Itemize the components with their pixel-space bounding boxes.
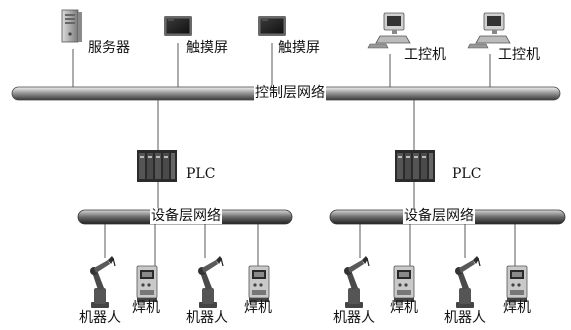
server-tower-icon	[62, 10, 82, 42]
welding-machine-icon	[394, 266, 414, 302]
plc-rack-icon	[395, 150, 435, 182]
welder-label-4: 焊机	[503, 300, 531, 316]
touchscreen-monitor-icon	[164, 16, 192, 36]
control-network-label: 控制层网络	[254, 85, 326, 101]
touchscreen-label-2: 触摸屏	[278, 40, 320, 56]
robot-arm-icon	[198, 256, 223, 308]
robot-label-1: 机器人	[79, 310, 121, 326]
touchscreen-monitor-icon	[258, 16, 286, 36]
welder-label-2: 焊机	[244, 300, 272, 316]
robot-label-4: 机器人	[444, 310, 486, 326]
server-label: 服务器	[88, 40, 130, 56]
desktop-computer-icon	[368, 13, 410, 48]
robot-arm-icon	[90, 256, 115, 308]
industrial-pc-label-2: 工控机	[498, 47, 540, 63]
touchscreen-label-1: 触摸屏	[186, 40, 228, 56]
robot-label-2: 机器人	[186, 310, 228, 326]
welding-machine-icon	[507, 266, 527, 302]
welder-label-3: 焊机	[390, 300, 418, 316]
device-network-label-2: 设备层网络	[403, 208, 475, 224]
desktop-computer-icon	[468, 13, 510, 48]
industrial-pc-label-1: 工控机	[404, 47, 446, 63]
plc-label-2: PLC	[452, 166, 481, 182]
robot-arm-icon	[455, 256, 480, 308]
device-network-label-1: 设备层网络	[150, 208, 222, 224]
welder-label-1: 焊机	[132, 300, 160, 316]
welding-machine-icon	[137, 266, 157, 302]
robot-label-3: 机器人	[333, 310, 375, 326]
robot-arm-icon	[344, 256, 369, 308]
plc-rack-icon	[137, 150, 177, 182]
welding-machine-icon	[249, 266, 269, 302]
plc-label-1: PLC	[186, 166, 215, 182]
